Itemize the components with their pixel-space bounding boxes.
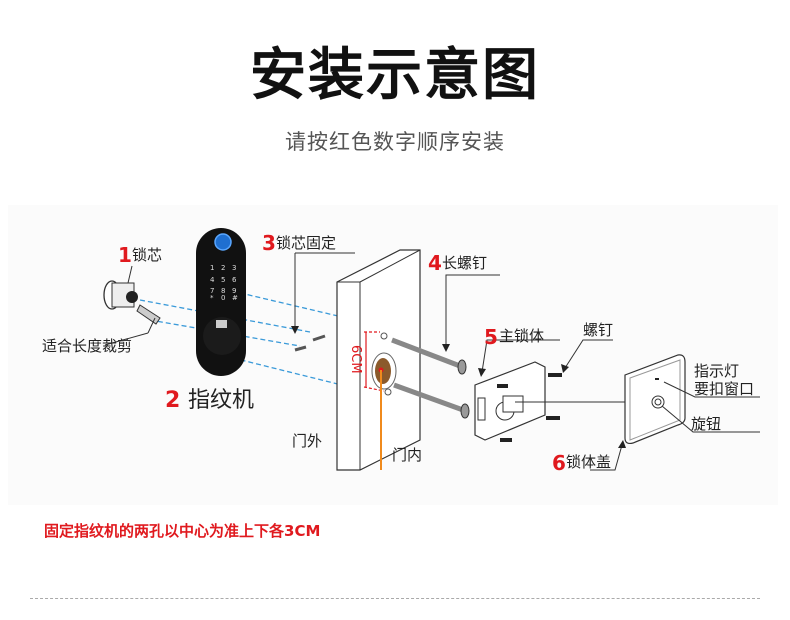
key-3: 3	[232, 264, 236, 272]
divider	[30, 598, 760, 599]
installation-note: 固定指纹机的两孔以中心为准上下各3CM	[44, 522, 321, 540]
knob-callout: 旋钮	[691, 415, 721, 433]
fingerprint-lock	[196, 228, 246, 376]
part-3-number: 3	[262, 231, 276, 255]
part-6-number: 6	[552, 451, 566, 475]
indicator-callout-line2: 要扣窗口	[694, 380, 754, 398]
key-1: 1	[210, 264, 214, 272]
page-title: 安装示意图	[250, 43, 540, 108]
part-1-label: 锁芯	[132, 246, 162, 264]
indicator-callout-line1: 指示灯	[694, 362, 739, 380]
screw-callout: 螺钉	[583, 321, 613, 339]
part-3-label: 锁芯固定	[276, 234, 336, 252]
spacing-label: 6CM	[348, 345, 363, 374]
part-5-number: 5	[484, 325, 498, 349]
part-4-label: 长螺钉	[442, 254, 487, 272]
main-lock-body	[474, 339, 660, 442]
part-5-label: 主锁体	[499, 327, 544, 345]
trim-callout: 适合长度裁剪	[42, 337, 132, 355]
key-2: 2	[221, 264, 225, 272]
fingerprint-sensor-icon	[214, 233, 232, 251]
key-8: 8	[221, 287, 225, 295]
part-2-label: 指纹机	[188, 388, 254, 413]
door-panel	[336, 249, 421, 471]
key-6: 6	[232, 276, 237, 284]
door-outside-label: 门外	[292, 432, 322, 450]
indicator-window	[655, 378, 659, 380]
page-subtitle: 请按红色数字顺序安装	[285, 130, 505, 154]
keypad: 1 2 3 4 5 6 7 8 9 * 0 #	[210, 264, 238, 302]
key-0: 0	[221, 294, 225, 302]
part-6-label: 锁体盖	[566, 453, 611, 471]
qr-code-icon	[216, 320, 227, 328]
cylinder-screws	[291, 252, 355, 352]
door-inside-label: 门内	[392, 446, 422, 464]
key-hash: #	[232, 294, 238, 302]
key-4: 4	[210, 276, 215, 284]
lock-cylinder	[103, 265, 161, 346]
part-1-number: 1	[118, 243, 132, 267]
lock-cover	[590, 354, 760, 471]
long-screws	[391, 274, 500, 419]
part-4-number: 4	[428, 251, 442, 275]
key-7: 7	[210, 287, 214, 295]
key-9: 9	[232, 287, 236, 295]
key-5: 5	[221, 276, 225, 284]
part-2-number: 2	[165, 388, 180, 413]
key-star: *	[210, 294, 214, 302]
